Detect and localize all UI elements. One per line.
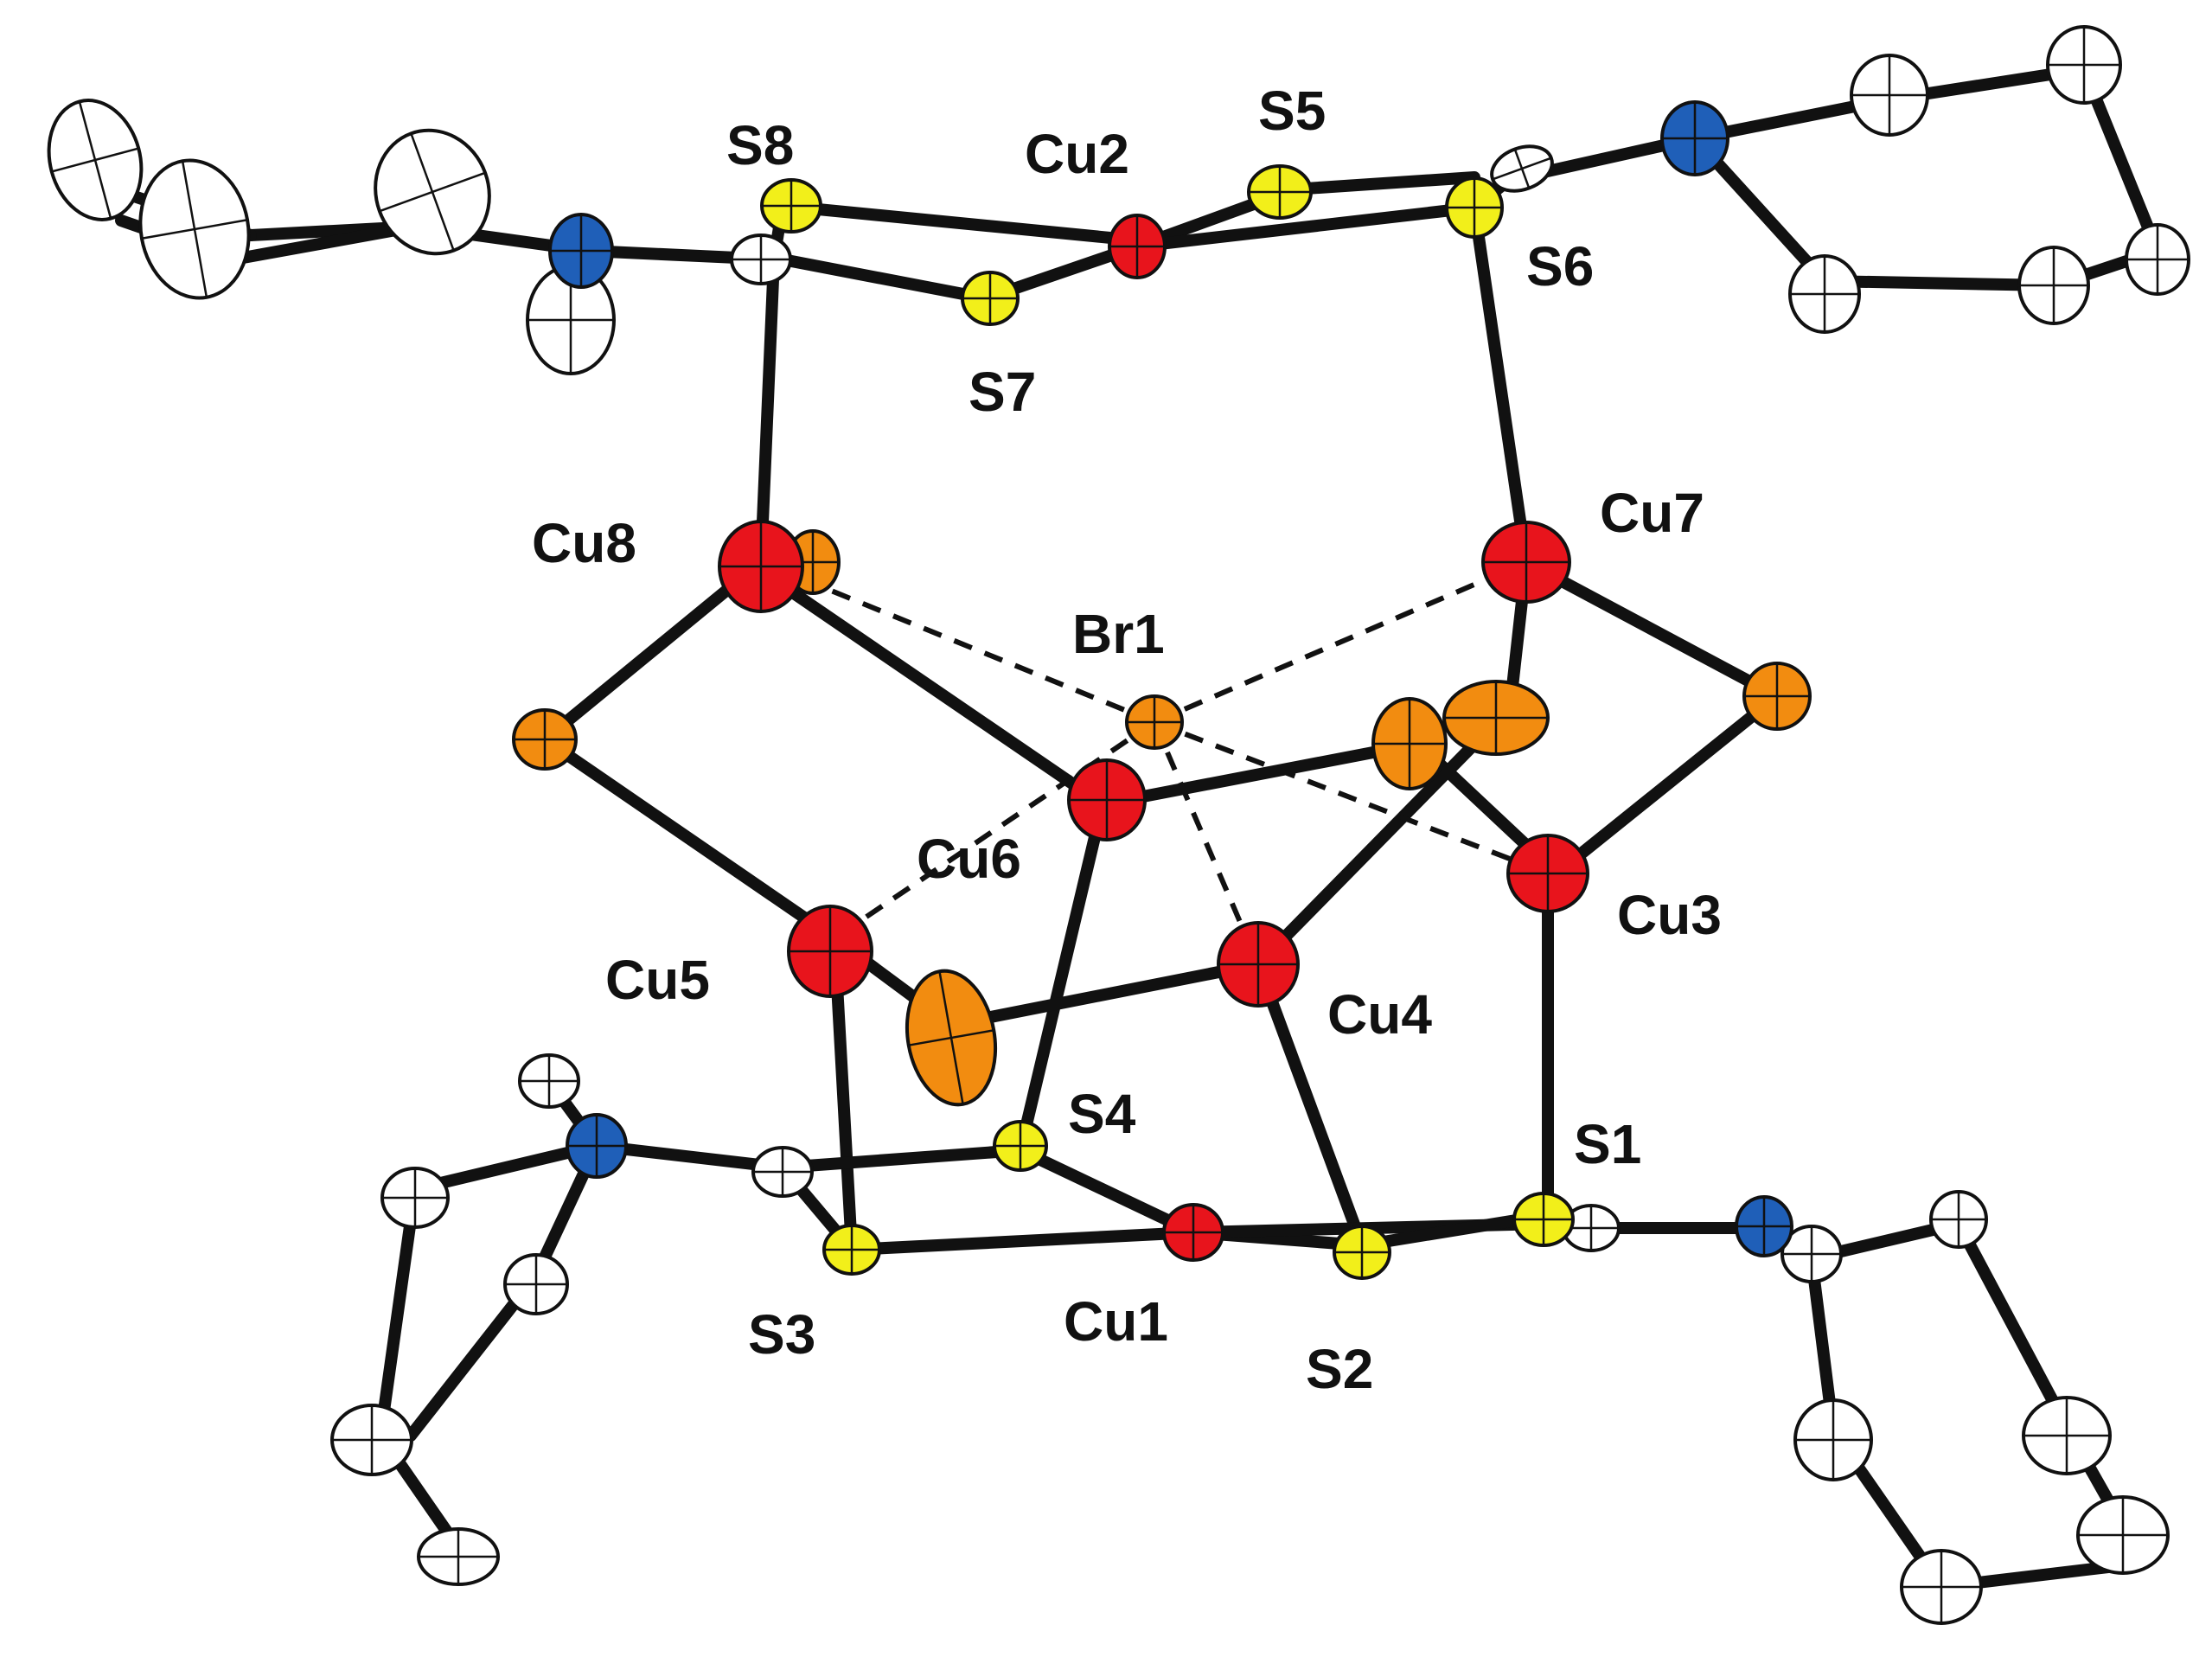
label-cu1: Cu1 — [1064, 1290, 1168, 1353]
atom-axes — [762, 180, 821, 232]
atom-axes — [1164, 1205, 1223, 1260]
atom-axes — [1249, 166, 1311, 218]
label-s1: S1 — [1574, 1113, 1641, 1175]
atom-axes — [1492, 149, 1552, 189]
atom-axes — [1447, 178, 1502, 237]
atom-axes — [2078, 1497, 2168, 1573]
atom-axes — [1782, 1226, 1841, 1282]
atom-axes — [505, 1255, 567, 1314]
atom-axes — [994, 1122, 1046, 1170]
sulfur-atoms — [760, 164, 1575, 1280]
atom-axes — [419, 1529, 498, 1584]
atom-axes — [1851, 55, 1928, 135]
atom-axes — [2048, 27, 2120, 103]
atom-axes — [1127, 696, 1182, 748]
label-cu4: Cu4 — [1327, 983, 1432, 1046]
label-s4: S4 — [1068, 1083, 1136, 1145]
atom-axes — [1218, 923, 1298, 1006]
atom-axes — [567, 1115, 626, 1177]
atom-axes — [1514, 1193, 1573, 1245]
label-s6: S6 — [1526, 235, 1594, 297]
label-s2: S2 — [1306, 1338, 1373, 1400]
label-cu6: Cu6 — [917, 828, 1021, 890]
bromine-atoms — [512, 529, 1812, 1107]
atom-axes — [1109, 215, 1165, 278]
atom-axes — [1736, 1197, 1792, 1256]
carbon-atoms — [47, 25, 2190, 1625]
atom-axes — [2126, 225, 2189, 294]
atom-axes — [1444, 681, 1548, 754]
atom-axes — [1790, 256, 1859, 332]
nitrogen-atoms — [548, 100, 1793, 1257]
atom-axes — [520, 1055, 579, 1107]
atom-axes — [1483, 522, 1569, 602]
atom-axes — [719, 521, 802, 611]
bromine-contacts — [759, 560, 1550, 966]
label-cu3: Cu3 — [1617, 884, 1722, 946]
atom-axes — [824, 1225, 879, 1274]
atom-axes — [1373, 699, 1446, 789]
label-br1: Br1 — [1072, 603, 1165, 665]
atom-axes — [1069, 760, 1145, 840]
atom-axes — [1744, 663, 1810, 729]
label-cu7: Cu7 — [1600, 482, 1704, 544]
atom-axes — [514, 710, 576, 769]
atom-axes — [2023, 1398, 2110, 1474]
atom-axes — [1795, 1400, 1871, 1480]
label-cu8: Cu8 — [532, 512, 636, 574]
label-cu2: Cu2 — [1025, 123, 1129, 185]
atom-axes — [1902, 1551, 1981, 1623]
atom-axes — [753, 1148, 812, 1196]
atom-axes — [732, 235, 790, 284]
atom-axes — [1662, 102, 1728, 175]
atom-axes — [1931, 1192, 1986, 1247]
label-cu5: Cu5 — [605, 949, 710, 1011]
label-s7: S7 — [969, 361, 1036, 423]
atom-axes — [382, 1168, 448, 1227]
atom-axes — [379, 132, 486, 252]
atom-labels: S8 Cu2 S5 S6 S7 Cu8 Cu7 Br1 Cu6 Cu3 Cu5 … — [532, 80, 1722, 1400]
atom-axes — [2019, 247, 2088, 323]
label-s3: S3 — [748, 1303, 815, 1366]
atom-axes — [1508, 835, 1588, 912]
atom-axes — [962, 272, 1018, 324]
atom-axes — [141, 160, 248, 298]
atom-axes — [908, 970, 994, 1105]
copper-atoms — [718, 214, 1589, 1262]
label-s5: S5 — [1258, 80, 1326, 142]
atom-axes — [550, 214, 612, 287]
atom-axes — [51, 101, 139, 219]
atom-axes — [1334, 1226, 1390, 1278]
atom-axes — [789, 906, 872, 996]
label-s8: S8 — [726, 114, 794, 176]
atom-axes — [332, 1405, 412, 1475]
